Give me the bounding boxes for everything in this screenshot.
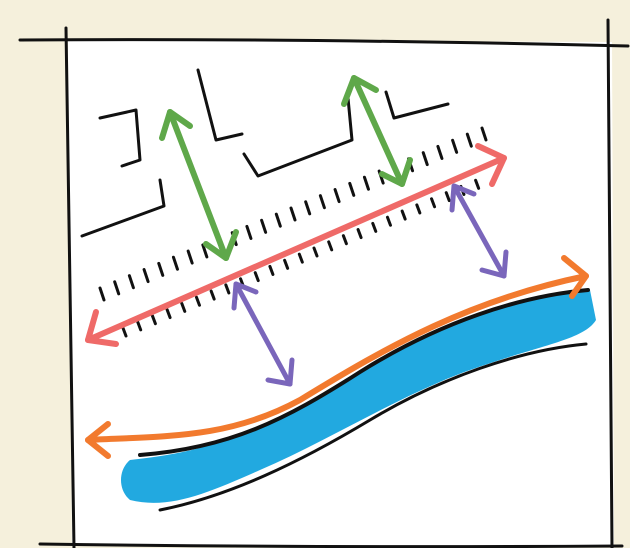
river-bank-line — [138, 288, 590, 457]
hatch-tick-lower — [253, 271, 260, 283]
river-far-bank-line — [158, 342, 588, 512]
hatch-tick-upper — [451, 138, 459, 154]
hatch-tick-lower — [297, 252, 304, 264]
hatch-tick-upper — [318, 194, 326, 210]
hatch-tick-lower — [356, 228, 363, 240]
building-outline-3 — [196, 68, 244, 142]
hatch-tick-lower — [194, 295, 201, 307]
hatch-tick-lower — [136, 320, 143, 332]
hatch-tick-upper — [171, 255, 179, 271]
hatch-tick-upper — [348, 181, 356, 197]
hatch-tick-lower — [415, 203, 422, 215]
hatch-tick-upper — [304, 200, 312, 216]
hatch-tick-upper — [245, 224, 253, 240]
hatch-tick-lower — [371, 221, 378, 233]
building-outlines — [80, 68, 450, 238]
hatch-tick-lower — [150, 314, 157, 326]
gap-arrow-right — [449, 183, 509, 279]
hatch-tick-lower — [268, 264, 275, 276]
hatch-tick-upper — [142, 268, 150, 284]
river — [121, 288, 596, 512]
street-to-river-arrows — [231, 183, 509, 387]
hatch-tick-lower — [283, 258, 290, 270]
hatch-tick-upper — [421, 151, 429, 167]
hatch-tick-upper — [436, 144, 444, 160]
hatch-tick-upper — [274, 212, 282, 228]
hatch-tick-lower — [180, 301, 187, 313]
hatch-tick-lower — [121, 326, 128, 338]
hatch-tick-upper — [98, 286, 106, 302]
hatch-tick-upper — [201, 243, 209, 259]
hatch-tick-lower — [224, 283, 231, 295]
hatch-tick-upper — [186, 249, 194, 265]
frame — [18, 18, 630, 548]
gap-arrow-left — [231, 281, 295, 387]
hatch-tick-lower — [474, 178, 481, 190]
building-outline-5 — [384, 90, 450, 120]
hatch-tick-upper — [289, 206, 297, 222]
hatch-tick-lower — [430, 197, 437, 209]
hatch-tick-lower — [444, 191, 451, 203]
hatch-tick-upper — [127, 274, 135, 290]
hatch-tick-upper — [157, 261, 165, 277]
hatch-tick-lower — [327, 240, 334, 252]
hatch-tick-lower — [312, 246, 319, 258]
hatch-tick-lower — [165, 308, 172, 320]
building-setback-arrows — [159, 75, 413, 261]
street-axis-arrow — [85, 143, 507, 347]
hatch-tick-upper — [333, 188, 341, 204]
hatch-tick-upper — [362, 175, 370, 191]
building-outline-1 — [98, 108, 142, 168]
hatch-tick-lower — [400, 209, 407, 221]
hatch-tick-lower — [341, 234, 348, 246]
hatch-tick-lower — [209, 289, 216, 301]
hatch-tick-upper — [465, 132, 473, 148]
riverbank-arrow — [85, 255, 589, 459]
hatch-tick-upper — [260, 218, 268, 234]
hatch-tick-upper — [480, 126, 488, 142]
river-water — [121, 290, 596, 503]
setback-arrow-left — [159, 109, 239, 261]
building-outline-2 — [80, 178, 166, 238]
hatch-tick-upper — [113, 280, 121, 296]
setback-arrow-right — [341, 75, 413, 187]
building-outline-4 — [242, 96, 354, 178]
hatch-tick-lower — [385, 215, 392, 227]
